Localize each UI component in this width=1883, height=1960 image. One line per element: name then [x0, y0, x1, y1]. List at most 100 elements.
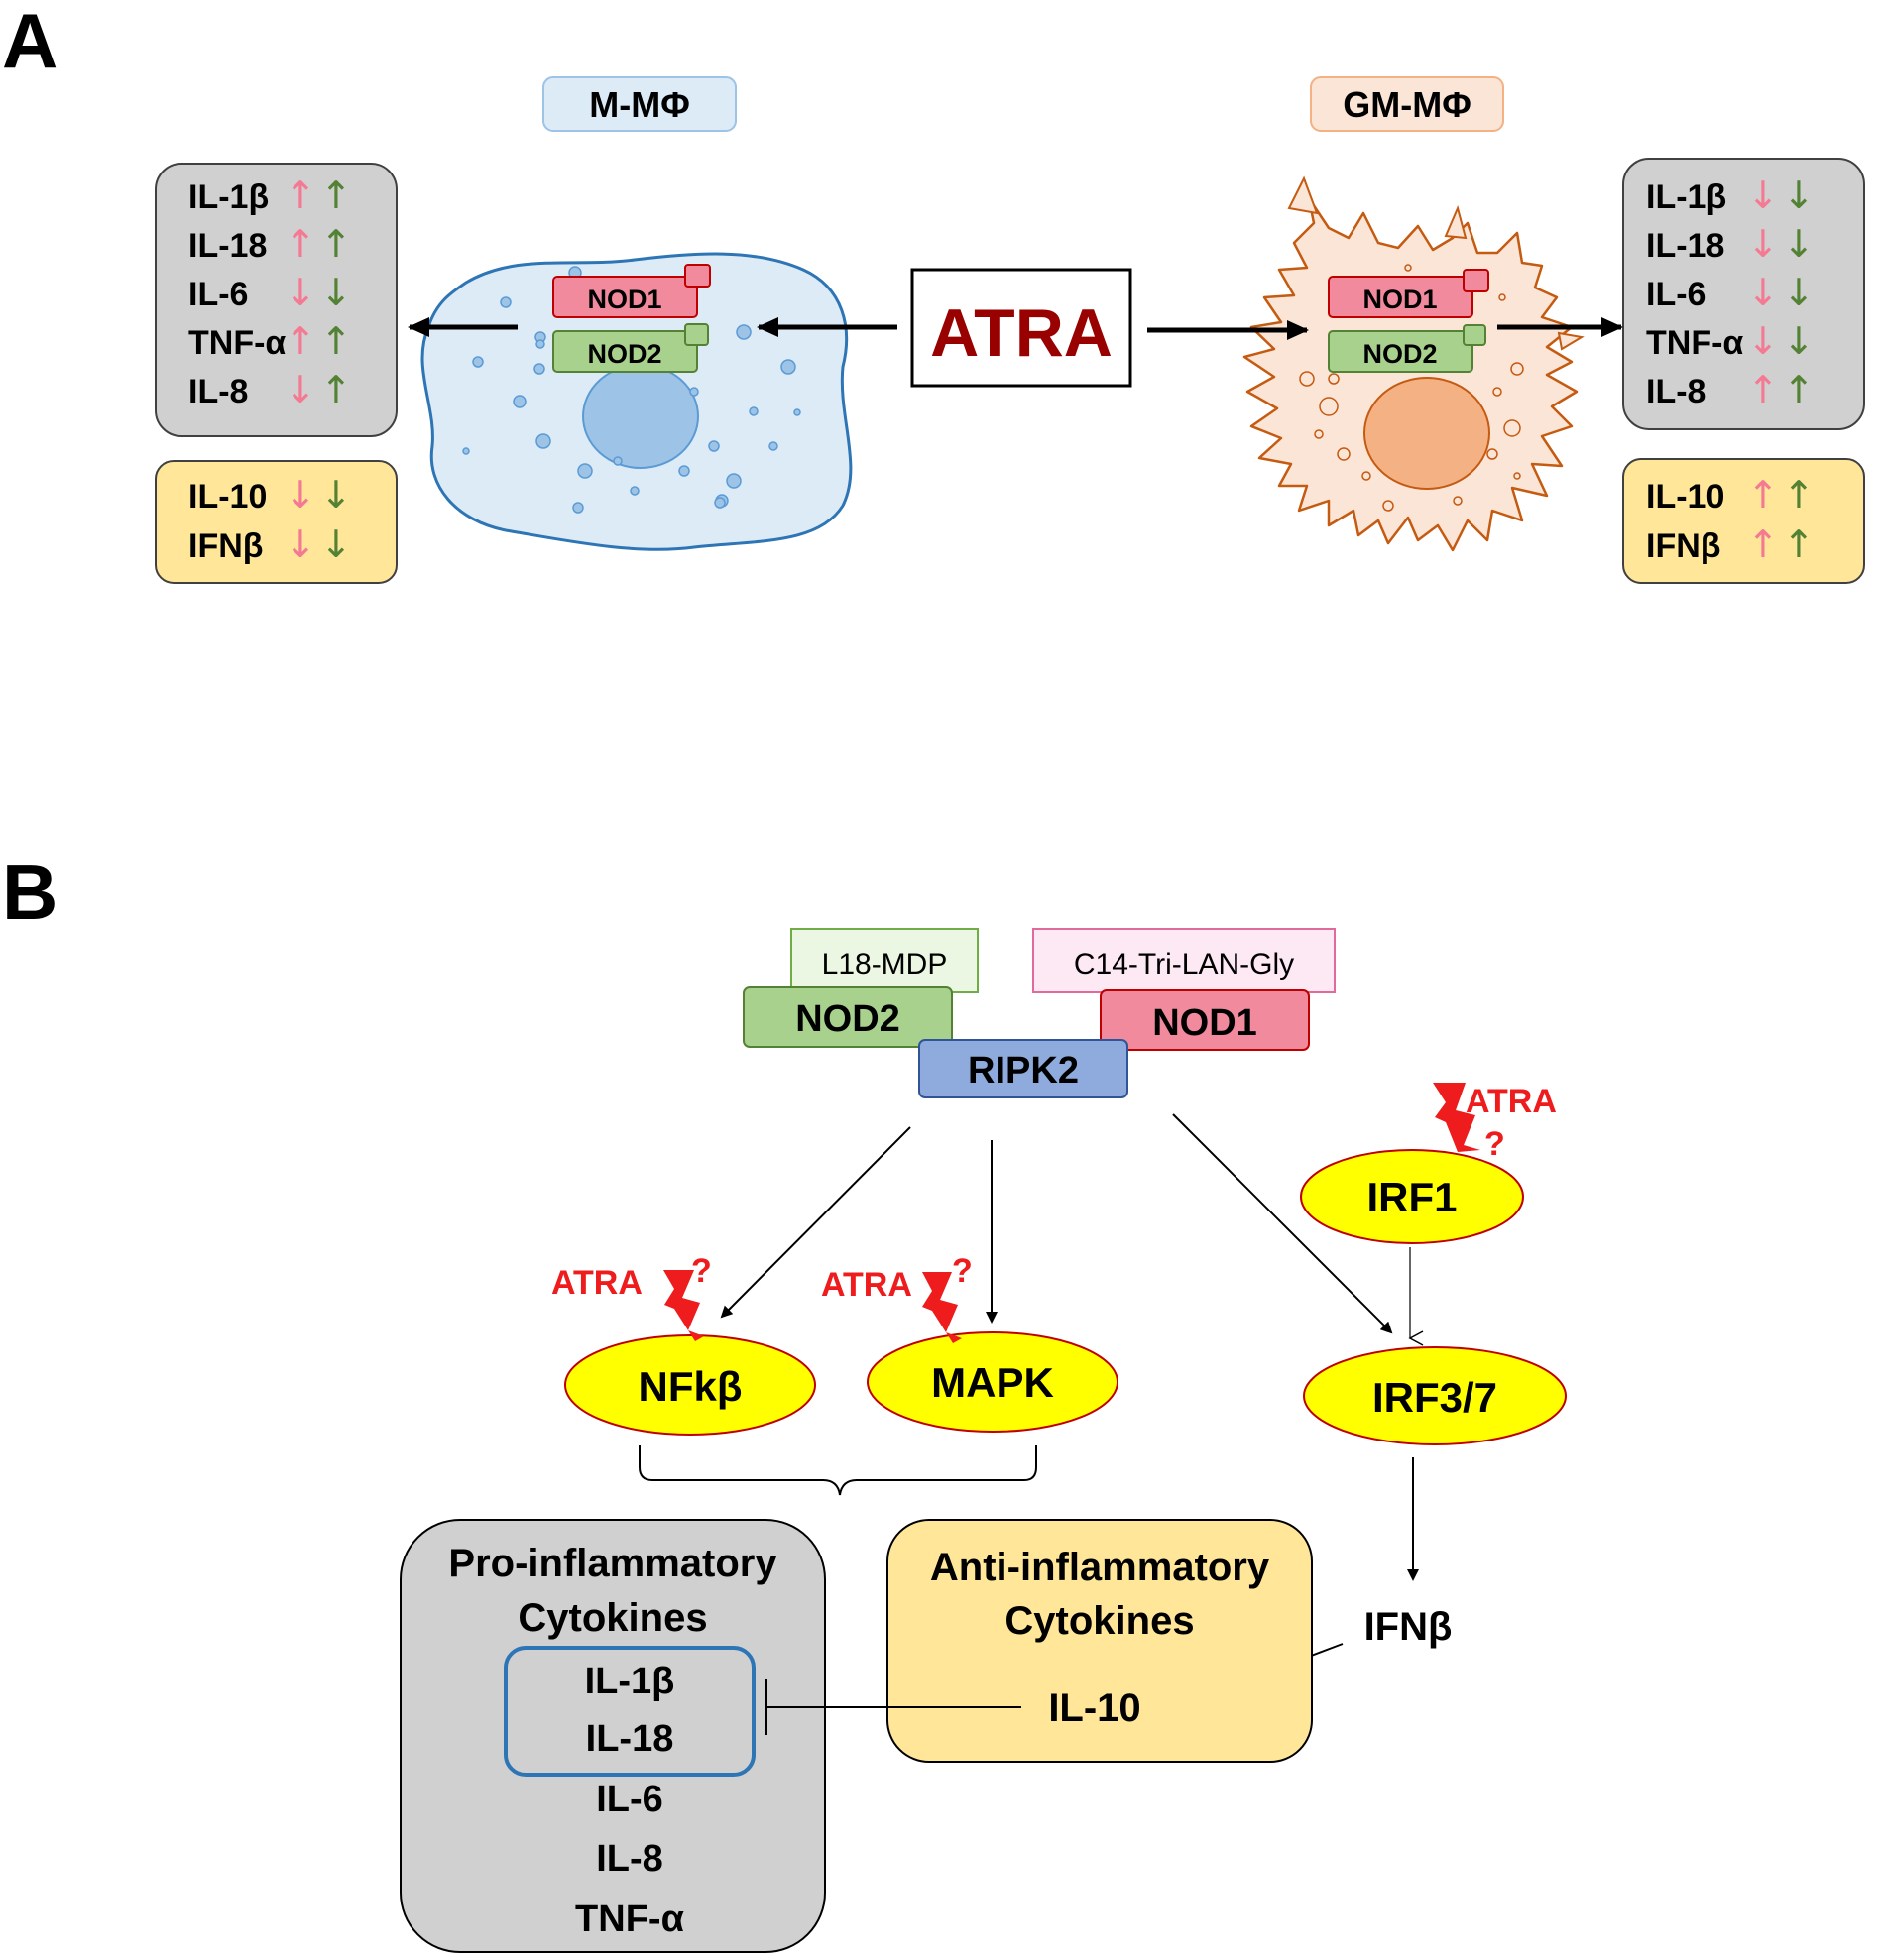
anti-item-il10: IL-10 [1048, 1686, 1140, 1730]
nfkb-node: NFkβ [564, 1334, 816, 1436]
anti-inflammatory-box: Anti-inflammatory Cytokines IL-10 [886, 1519, 1313, 1763]
svg-text:L18-MDP: L18-MDP [822, 948, 948, 980]
panel-b-label: B [2, 849, 58, 936]
left-pro-list: IL-1β↑↑IL-18↑↑IL-6↓↓TNF-α↑↑IL-8↓↑ [188, 173, 352, 411]
red-arrow-icon: ↑ [285, 222, 316, 266]
cytokine-name: TNF-α [188, 324, 286, 362]
svg-text:ATRA: ATRA [1466, 1083, 1557, 1120]
right-anti-list: IL-10↑↑IFNβ↑↑ [1646, 473, 1815, 566]
l18-mdp-box: L18-MDP [790, 928, 979, 993]
cytokine-name: IL-18 [188, 227, 267, 265]
svg-text:IRF3/7: IRF3/7 [1372, 1374, 1497, 1421]
svg-text:NOD1: NOD1 [1152, 1002, 1257, 1044]
anti-title-2: Cytokines [1004, 1599, 1194, 1643]
atra-inhibition-nfkb: ATRA ? [551, 1252, 712, 1341]
irf37-node: IRF3/7 [1303, 1346, 1567, 1445]
red-arrow-icon: ↓ [1747, 173, 1779, 217]
cytokine-name: IL-6 [188, 276, 248, 313]
red-arrow-icon: ↓ [285, 368, 316, 411]
cytokine-name: IL-1β [188, 178, 269, 216]
panel-a-label: A [2, 0, 58, 84]
red-arrow-icon: ↑ [285, 173, 316, 217]
red-arrow-icon: ↓ [285, 473, 316, 517]
svg-text:?: ? [1484, 1125, 1505, 1163]
cytokine-name: IL-1β [1646, 178, 1726, 216]
svg-text:MAPK: MAPK [931, 1359, 1054, 1406]
pro-inflammatory-box: Pro-inflammatory Cytokines IL-1β IL-18 I… [400, 1519, 826, 1953]
svg-text:?: ? [952, 1252, 973, 1290]
m-macrophage-nucleus [582, 364, 699, 469]
red-arrow-icon: ↓ [1747, 222, 1779, 266]
svg-text:C14-Tri-LAN-Gly: C14-Tri-LAN-Gly [1074, 948, 1294, 980]
svg-text:NFkβ: NFkβ [639, 1363, 743, 1410]
cytokine-name: TNF-α [1646, 324, 1743, 362]
m-macrophage-label: M-MΦ [542, 76, 737, 132]
left-nod2: NOD2 [552, 323, 709, 373]
nod2-receptor: NOD2 [743, 986, 953, 1048]
cytokine-name: IL-18 [1646, 227, 1724, 265]
green-arrow-icon: ↓ [1783, 222, 1815, 266]
green-arrow-icon: ↓ [1783, 271, 1815, 314]
green-arrow-icon: ↓ [1783, 319, 1815, 363]
svg-text:NOD2: NOD2 [1362, 339, 1437, 369]
anti-title-1: Anti-inflammatory [930, 1546, 1270, 1589]
right-pro-cytokine-box [1622, 158, 1865, 430]
lightning-bolt-icon [1433, 1083, 1480, 1152]
gm-macrophage-nucleus [1363, 377, 1490, 490]
cytokine-name: IL-6 [1646, 276, 1706, 313]
c14-tri-lan-gly-box: C14-Tri-LAN-Gly [1032, 928, 1336, 993]
cytokine-name: IFNβ [1646, 527, 1721, 565]
il1b-il18-highlight [504, 1646, 756, 1777]
cytokine-name: IL-8 [1646, 373, 1706, 410]
green-arrow-icon: ↑ [320, 319, 352, 363]
ripk2-node: RIPK2 [918, 1039, 1128, 1098]
m-macrophage-cell [420, 252, 853, 551]
pro-item: IL-1β [585, 1661, 675, 1702]
green-arrow-icon: ↑ [320, 173, 352, 217]
arrow-ripk2-to-irf37 [1172, 1113, 1393, 1334]
atra-center-box: ATRA [910, 268, 1132, 388]
svg-text:M-MΦ: M-MΦ [589, 84, 690, 125]
right-nod1: NOD1 [1328, 269, 1489, 318]
green-arrow-icon: ↑ [320, 222, 352, 266]
svg-text:ATRA: ATRA [930, 295, 1113, 371]
mapk-node: MAPK [867, 1331, 1118, 1433]
left-anti-cytokine-box [155, 460, 398, 584]
svg-text:NOD1: NOD1 [1362, 285, 1437, 314]
svg-text:?: ? [691, 1252, 712, 1290]
pro-title-1: Pro-inflammatory [448, 1542, 777, 1585]
cytokine-name: IL-10 [188, 478, 267, 516]
gm-macrophage-label: GM-MΦ [1310, 76, 1504, 132]
green-arrow-icon: ↓ [320, 473, 352, 517]
svg-text:GM-MΦ: GM-MΦ [1343, 84, 1471, 125]
right-pro-list: IL-1β↓↓IL-18↓↓IL-6↓↓TNF-α↓↓IL-8↑↑ [1646, 173, 1815, 411]
pro-title-2: Cytokines [518, 1596, 707, 1640]
red-arrow-icon: ↓ [285, 522, 316, 566]
red-arrow-icon: ↓ [285, 271, 316, 314]
red-arrow-icon: ↑ [1747, 473, 1779, 517]
pro-item: IL-18 [586, 1718, 674, 1760]
arrow-ripk2-to-nfkb [720, 1126, 911, 1319]
atra-inhibition-mapk: ATRA ? [821, 1252, 973, 1343]
red-arrow-icon: ↑ [1747, 368, 1779, 411]
pro-item: TNF-α [575, 1899, 684, 1940]
svg-text:ATRA: ATRA [551, 1264, 643, 1302]
green-arrow-icon: ↓ [320, 522, 352, 566]
green-arrow-icon: ↑ [1783, 522, 1815, 566]
right-nod2: NOD2 [1328, 324, 1486, 373]
green-arrow-icon: ↓ [320, 271, 352, 314]
ifnb-label: IFNβ [1364, 1605, 1453, 1649]
brace [639, 1445, 1037, 1496]
atra-inhibition-irf1: ATRA ? [1433, 1083, 1557, 1163]
cytokine-name: IL-10 [1646, 478, 1724, 516]
cytokine-name: IL-8 [188, 373, 248, 410]
red-arrow-icon: ↑ [285, 319, 316, 363]
lightning-bolt-icon [922, 1272, 962, 1343]
cytokine-name: IFNβ [188, 527, 264, 565]
left-nod1: NOD1 [552, 264, 711, 318]
green-arrow-icon: ↑ [320, 368, 352, 411]
svg-text:NOD2: NOD2 [795, 998, 900, 1040]
red-arrow-icon: ↓ [1747, 319, 1779, 363]
red-arrow-icon: ↑ [1747, 522, 1779, 566]
